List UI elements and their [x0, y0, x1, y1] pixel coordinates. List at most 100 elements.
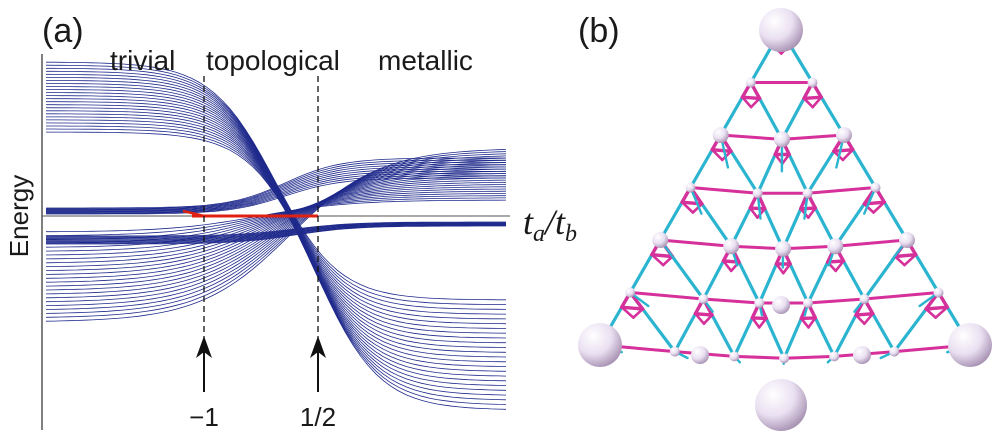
lattice-site	[803, 298, 813, 308]
lattice-bond	[806, 206, 817, 219]
lattice-bond	[710, 148, 724, 162]
lattice-site	[723, 238, 740, 255]
lattice-bond	[833, 238, 909, 248]
lattice-bond	[757, 317, 768, 329]
band-line	[46, 157, 506, 209]
lattice-bond	[750, 316, 761, 329]
region-label-topological: topological	[206, 45, 340, 76]
lattice-bond	[748, 206, 759, 219]
lattice-site	[933, 287, 944, 298]
lattice-bond	[680, 200, 695, 214]
band-line	[46, 175, 506, 214]
band-line	[46, 221, 506, 237]
lattice-bond	[862, 202, 875, 214]
lattice-site	[745, 77, 756, 88]
lattice-site	[775, 240, 792, 257]
lattice-bond	[749, 97, 761, 109]
band-line	[46, 225, 506, 244]
lattice-site	[759, 8, 803, 52]
lattice-bond	[802, 97, 815, 109]
lattice-site	[779, 353, 790, 364]
panel-b: (b)	[578, 8, 992, 431]
arrow-half	[310, 336, 326, 392]
lattice-bond	[811, 95, 823, 109]
marker-label-minus-1: −1	[189, 402, 219, 432]
lattice-site	[948, 323, 992, 367]
band-line	[46, 199, 507, 233]
y-axis-label: Energy	[4, 175, 34, 257]
lattice-site	[827, 238, 844, 255]
lattice-bond	[620, 305, 645, 311]
energy-bands	[45, 61, 507, 410]
band-line	[46, 159, 506, 210]
region-label-metallic: metallic	[378, 45, 473, 76]
band-line	[46, 222, 506, 239]
lattice-bond	[806, 186, 877, 195]
band-line	[45, 151, 507, 318]
lattice-bond	[893, 255, 906, 267]
lattice-bond	[862, 291, 940, 301]
lattice-site	[774, 131, 790, 148]
lattice-bond	[729, 244, 785, 251]
lattice-bond	[722, 259, 733, 273]
lattice-bond	[720, 150, 733, 162]
band-line	[46, 164, 506, 211]
lattice-site	[729, 351, 740, 362]
marker-label-half: 1/2	[300, 402, 336, 432]
lattice-site	[755, 379, 807, 431]
lattice-bond	[863, 312, 875, 326]
lattice-bond	[694, 312, 706, 326]
lattice-bond	[658, 238, 733, 248]
lattice-bond	[741, 95, 753, 109]
lattice-bond	[924, 305, 949, 311]
lattice-bond	[781, 244, 837, 251]
lattice-site	[807, 77, 818, 88]
band-line	[46, 222, 506, 238]
lattice-site	[669, 346, 680, 357]
band-line	[46, 223, 506, 241]
lattice-bond	[691, 202, 704, 214]
lattice-bond	[680, 200, 704, 206]
band-line	[45, 177, 507, 271]
band-line	[45, 184, 506, 260]
lattice-bond	[632, 307, 645, 319]
lattice-site	[889, 346, 900, 357]
band-line	[46, 224, 506, 242]
lattice-bond	[719, 133, 784, 141]
lattice-bond	[806, 297, 866, 305]
lattice-bond	[628, 291, 705, 301]
band-line	[46, 224, 506, 243]
lattice-bond	[620, 305, 635, 319]
panel-b-label: (b)	[578, 12, 620, 50]
lattice-site	[652, 232, 669, 248]
lattice-site	[578, 323, 622, 367]
lattice-bond	[782, 354, 836, 360]
lattice-bond	[834, 259, 845, 273]
lattice-bond	[903, 253, 918, 267]
lattice-site	[870, 182, 881, 193]
band-line	[46, 162, 506, 210]
lattice-bond	[807, 316, 817, 329]
lattice-bond	[740, 95, 762, 101]
lattice-bond	[661, 255, 674, 267]
lattice-bond	[854, 313, 866, 326]
band-line	[46, 177, 506, 215]
region-label-trivial: trivial	[110, 45, 175, 76]
lattice-bond	[832, 147, 855, 154]
lattice-bond	[780, 153, 791, 165]
lattice-bond	[854, 312, 875, 317]
lattice-site	[853, 346, 871, 364]
lattice-site	[712, 127, 729, 143]
lattice-site	[802, 188, 813, 199]
lattice-site	[685, 182, 696, 193]
lattice-site	[754, 298, 765, 308]
lattice-bond	[893, 252, 918, 259]
lattice-site	[899, 232, 915, 248]
band-line	[45, 181, 507, 264]
lattice-bond	[781, 262, 792, 275]
band-line	[45, 186, 506, 256]
lattice-bond	[689, 186, 760, 195]
lattice-bond	[750, 316, 768, 321]
arrow-minus-1	[196, 336, 212, 392]
